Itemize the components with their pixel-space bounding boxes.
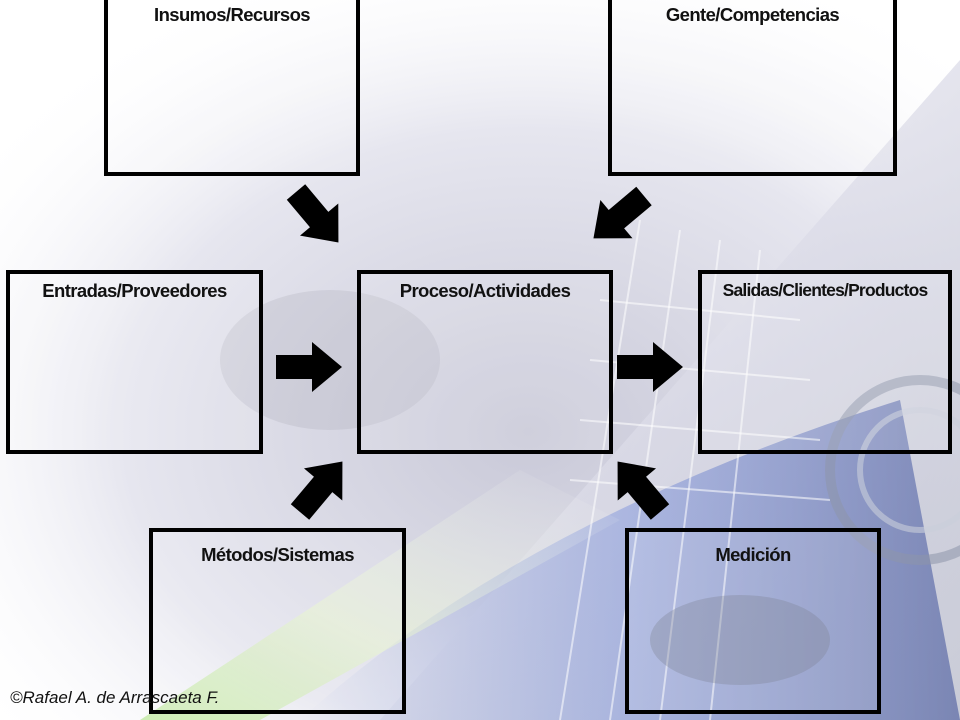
box-title-gente-competencias: Gente/Competencias — [665, 4, 840, 25]
box-medicion: Medición — [625, 528, 881, 714]
box-metodos-sistemas: Métodos/Sistemas — [149, 528, 406, 714]
box-insumos-recursos: Insumos/Recursos — [104, 0, 360, 176]
box-title-salidas-clientes-productos: Salidas/Clientes/Productos — [722, 280, 929, 300]
arrow-proceso-to-salidas — [617, 342, 683, 392]
arrow-entradas-to-proceso — [276, 342, 342, 392]
box-proceso-actividades: Proceso/Actividades — [357, 270, 613, 454]
arrow-insumos-to-proceso — [276, 175, 358, 259]
arrow-metodos-to-proceso — [280, 445, 362, 529]
box-title-medicion: Medición — [715, 544, 791, 565]
box-entradas-proveedores: Entradas/Proveedores — [6, 270, 263, 454]
arrow-medicion-to-proceso — [598, 445, 680, 529]
box-title-insumos-recursos: Insumos/Recursos — [154, 4, 311, 25]
copyright-text: ©Rafael A. de Arrascaeta F. — [10, 688, 220, 707]
box-title-entradas-proveedores: Entradas/Proveedores — [42, 280, 227, 301]
box-gente-competencias: Gente/Competencias — [608, 0, 897, 176]
arrow-gente-to-proceso — [577, 176, 661, 258]
box-salidas-clientes-productos: Salidas/Clientes/Productos — [698, 270, 952, 454]
box-title-proceso-actividades: Proceso/Actividades — [399, 280, 571, 301]
box-title-metodos-sistemas: Métodos/Sistemas — [201, 544, 354, 565]
